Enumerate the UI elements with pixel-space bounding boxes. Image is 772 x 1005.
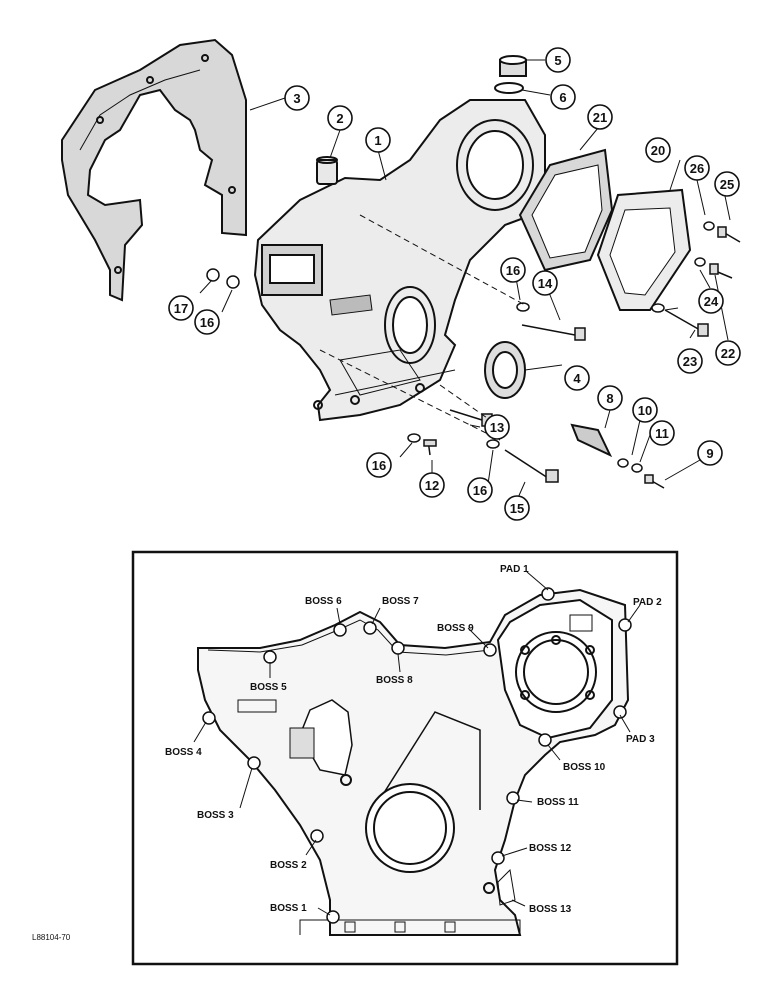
callout-24: 24	[698, 288, 724, 314]
callout-16: 16	[194, 309, 220, 335]
callout-17: 17	[168, 295, 194, 321]
timing-pointer	[570, 423, 613, 458]
callout-13: 13	[484, 414, 510, 440]
callout-21: 21	[587, 104, 613, 130]
filler-cap	[499, 55, 527, 77]
callout-label: 14	[538, 276, 553, 291]
label-boss-3: BOSS 3	[197, 810, 234, 821]
callout-label: 22	[721, 346, 735, 361]
callout-label: 25	[720, 177, 734, 192]
callout-16: 16	[366, 452, 392, 478]
timing-cover	[253, 99, 546, 422]
callout-15: 15	[504, 495, 530, 521]
callout-6: 6	[550, 84, 576, 110]
callout-25: 25	[714, 171, 740, 197]
callout-1: 1	[365, 127, 391, 153]
callout-4: 4	[564, 365, 590, 391]
lower-leader-lines	[193, 571, 641, 916]
callout-23: 23	[677, 348, 703, 374]
dowel-sleeve	[316, 156, 338, 185]
callout-label: 16	[473, 483, 487, 498]
callout-20: 20	[645, 137, 671, 163]
label-pad-1: PAD 1	[500, 564, 529, 575]
lower-view-frame	[131, 550, 679, 966]
cap-washer	[494, 82, 524, 94]
oil-seal	[484, 341, 526, 399]
callout-label: 1	[374, 133, 381, 148]
callout-label: 17	[174, 301, 188, 316]
callout-label: 16	[372, 458, 386, 473]
callout-label: 6	[559, 90, 566, 105]
callout-26: 26	[684, 155, 710, 181]
label-boss-9: BOSS 9	[437, 623, 474, 634]
callout-label: 16	[506, 263, 520, 278]
label-boss-4: BOSS 4	[165, 747, 202, 758]
callout-22: 22	[715, 340, 741, 366]
callout-label: 20	[651, 143, 665, 158]
callout-label: 2	[336, 111, 343, 126]
lower-labels: PAD 1 PAD 2 PAD 3 BOSS 1 BOSS 2 BOSS 3 B…	[165, 564, 662, 915]
leader-lines	[199, 59, 731, 501]
callout-16: 16	[500, 257, 526, 283]
label-boss-2: BOSS 2	[270, 860, 307, 871]
upper-exploded-view	[61, 38, 741, 501]
callout-label: 3	[293, 91, 300, 106]
callout-label: 23	[683, 354, 697, 369]
callout-label: 10	[638, 403, 652, 418]
label-boss-7: BOSS 7	[382, 596, 419, 607]
label-pad-2: PAD 2	[633, 597, 662, 608]
label-boss-5: BOSS 5	[250, 682, 287, 693]
callout-label: 9	[706, 446, 713, 461]
alignment-lines	[319, 214, 526, 441]
label-pad-3: PAD 3	[626, 734, 655, 745]
timing-cover-gasket	[61, 38, 247, 302]
callout-9: 9	[697, 440, 723, 466]
label-boss-13: BOSS 13	[529, 904, 572, 915]
callout-label: 5	[554, 53, 561, 68]
callout-12: 12	[419, 472, 445, 498]
callout-label: 16	[200, 315, 214, 330]
label-boss-1: BOSS 1	[270, 903, 307, 914]
callout-3: 3	[284, 85, 310, 111]
callout-16: 16	[467, 477, 493, 503]
callout-label: 24	[704, 294, 719, 309]
label-boss-8: BOSS 8	[376, 675, 413, 686]
callout-label: 26	[690, 161, 704, 176]
label-boss-6: BOSS 6	[305, 596, 342, 607]
callouts: 1 2 3 4 5 6 8 9 10 11 12 13 14 15 16 16 …	[168, 47, 741, 521]
label-boss-12: BOSS 12	[529, 843, 572, 854]
callout-label: 13	[490, 420, 504, 435]
reference-code: L88104-70	[32, 933, 71, 942]
callout-10: 10	[632, 397, 658, 423]
callout-label: 8	[606, 391, 613, 406]
callout-label: 12	[425, 478, 439, 493]
callout-label: 11	[655, 426, 669, 441]
callout-5: 5	[545, 47, 571, 73]
callout-label: 21	[593, 110, 607, 125]
callout-14: 14	[532, 270, 558, 296]
callout-2: 2	[327, 105, 353, 131]
callout-8: 8	[597, 385, 623, 411]
cover-outline-front	[197, 588, 630, 936]
callout-label: 15	[510, 501, 524, 516]
callout-11: 11	[649, 420, 675, 446]
callout-label: 4	[573, 371, 581, 386]
label-boss-11: BOSS 11	[537, 797, 579, 808]
boss-markers	[202, 587, 632, 924]
label-boss-10: BOSS 10	[563, 762, 606, 773]
